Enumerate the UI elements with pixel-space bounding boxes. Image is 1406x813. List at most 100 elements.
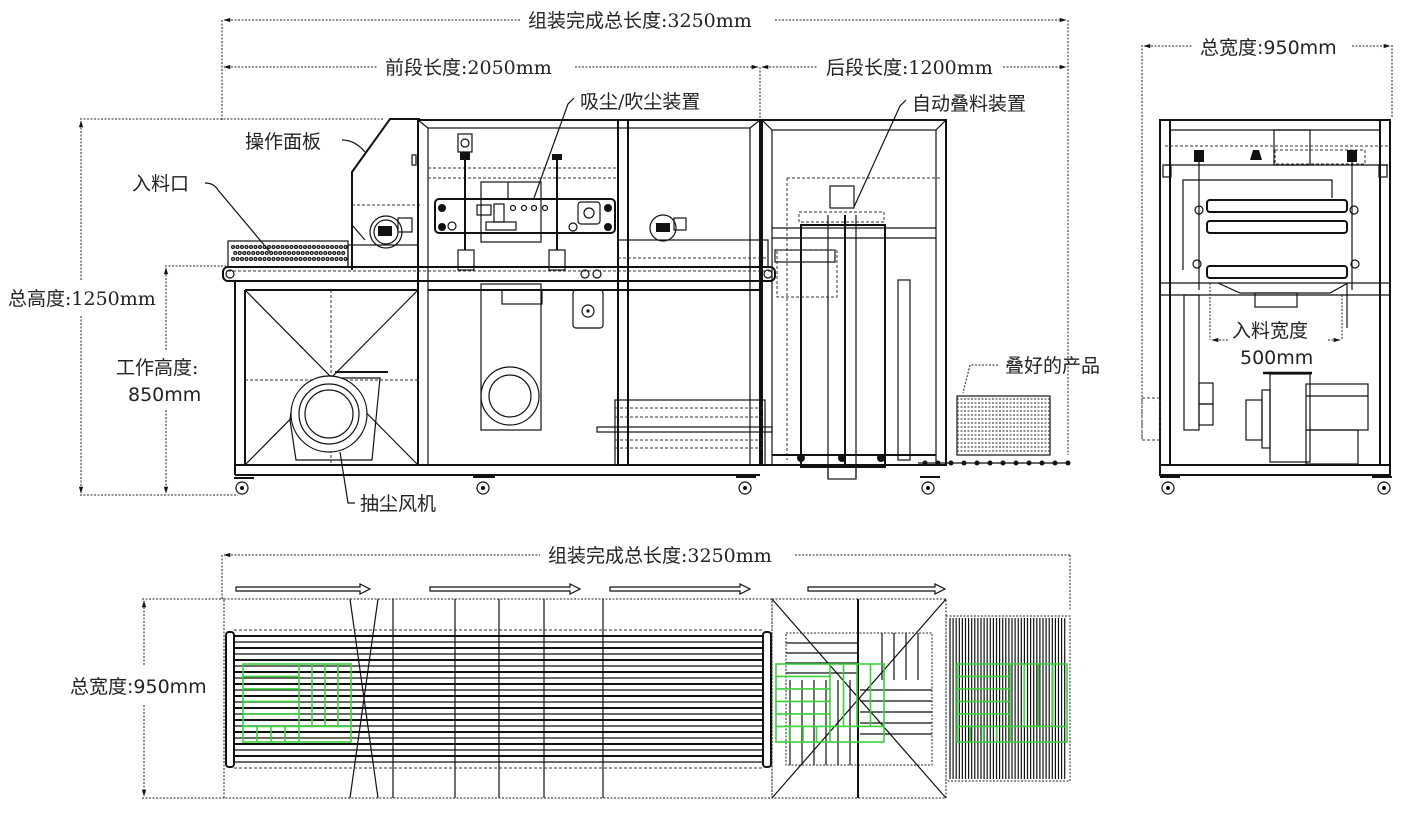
perforation-hole: [316, 245, 321, 250]
product-outline-stacker: [775, 663, 885, 743]
outfeed-roller: [987, 460, 993, 466]
perforation-hole: [298, 257, 303, 262]
perforation-hole: [278, 251, 283, 256]
side-frame: [1159, 119, 1391, 476]
conveyor-belt: [222, 266, 776, 282]
perforation-hole: [289, 257, 294, 262]
perforation-hole: [323, 251, 328, 256]
perforation-hole: [314, 251, 319, 256]
leader-dust-device: [533, 97, 575, 199]
outfeed-roller: [1052, 460, 1058, 466]
leader-auto-stacker: [853, 99, 907, 208]
perforation-hole: [321, 245, 326, 250]
leader-stacked-product: [962, 364, 998, 394]
outfeed-roller: [961, 460, 967, 466]
side-view: 总宽度:950mm 入料宽度 500mm: [1141, 37, 1393, 495]
side-roller-3: [1206, 265, 1348, 279]
perforation-hole: [303, 245, 308, 250]
perforation-hole: [287, 251, 292, 256]
callout-auto-stacker: 自动叠料装置: [912, 93, 1026, 115]
perforation-hole: [267, 257, 272, 262]
perforation-hole: [251, 251, 256, 256]
perforation-hole: [312, 245, 317, 250]
front-view-dimensions: 组装完成总长度:3250mm 前段长度:2050mm 后段长度:1200mm 总…: [8, 10, 1069, 496]
product-outline-outfeed: [956, 663, 1068, 743]
perforation-hole: [343, 257, 348, 262]
perforation-hole: [253, 245, 258, 250]
perforation-hole: [249, 257, 254, 262]
perforation-hole: [276, 245, 281, 250]
perforation-hole: [285, 245, 290, 250]
auto-stacker: [772, 185, 936, 480]
front-frame: [417, 119, 761, 466]
perforation-hole: [325, 245, 330, 250]
perforation-hole: [271, 245, 276, 250]
perforation-hole: [235, 245, 240, 250]
perforation-hole: [303, 257, 308, 262]
perforation-hole: [262, 257, 267, 262]
feed-width-label-1: 入料宽度: [1232, 320, 1308, 342]
perforation-hole: [237, 251, 242, 256]
perforation-hole: [285, 257, 290, 262]
perforation-hole: [269, 251, 274, 256]
flow-arrow: [609, 583, 752, 595]
perforation-hole: [330, 245, 335, 250]
perforation-hole: [231, 257, 236, 262]
perforation-hole: [294, 257, 299, 262]
perforation-hole: [260, 251, 265, 256]
perforation-hole: [307, 245, 312, 250]
side-fan: [1245, 371, 1369, 465]
side-roller-2: [1206, 220, 1348, 234]
stacker-grid: [786, 633, 932, 765]
leader-control-panel: [341, 139, 366, 153]
perforation-hole: [276, 257, 281, 262]
perforation-hole: [258, 245, 263, 250]
outfeed-roller: [974, 460, 980, 466]
perforation-hole: [282, 251, 287, 256]
callout-control-panel: 操作面板: [245, 131, 321, 153]
top-view: 组装完成总长度:3250mm 总宽度:950mm: [70, 545, 1071, 799]
perforation-hole: [321, 257, 326, 262]
product-stack-outline: [956, 395, 1051, 456]
callout-dust-fan: 抽尘风机: [360, 493, 436, 515]
perforation-hole: [240, 257, 245, 262]
callout-feed-inlet: 入料口: [132, 173, 189, 195]
callout-dust-device: 吸尘/吹尘装置: [580, 91, 700, 113]
perforation-hole: [305, 251, 310, 256]
work-height-label-2: 850mm: [128, 384, 201, 406]
outfeed-roller: [935, 460, 941, 466]
perforation-hole: [271, 257, 276, 262]
perforation-hole: [330, 257, 335, 262]
perforation-hole: [339, 245, 344, 250]
perforation-hole: [267, 245, 272, 250]
front-section-label: 前段长度:2050mm: [385, 57, 552, 79]
perforation-hole: [253, 257, 258, 262]
perforation-hole: [307, 257, 312, 262]
side-roller-1: [1206, 199, 1348, 213]
stacked-product: [956, 395, 1051, 456]
rear-section-label: 后段长度:1200mm: [826, 57, 993, 79]
perforation-hole: [325, 257, 330, 262]
outfeed-roller: [1000, 460, 1006, 466]
perforation-hole: [244, 245, 249, 250]
casters: [234, 476, 940, 495]
perforation-hole: [264, 251, 269, 256]
total-length-label: 组装完成总长度:3250mm: [528, 10, 752, 32]
perforation-hole: [334, 245, 339, 250]
front-view-machine: [222, 118, 1071, 495]
perforation-hole: [291, 251, 296, 256]
top-roller-end-right: [762, 631, 772, 768]
outfeed-roller: [1026, 460, 1032, 466]
perforation-hole: [334, 257, 339, 262]
perforation-hole: [242, 251, 247, 256]
perforation-hole: [298, 245, 303, 250]
top-total-length-label: 组装完成总长度:3250mm: [548, 545, 772, 567]
perforation-hole: [336, 251, 341, 256]
perforation-hole: [246, 251, 251, 256]
perforation-hole: [296, 251, 301, 256]
product-outline: [956, 663, 1068, 743]
leader-feed-inlet: [204, 182, 271, 253]
dust-device-panel: [434, 198, 616, 234]
outfeed-roller: [948, 460, 954, 466]
